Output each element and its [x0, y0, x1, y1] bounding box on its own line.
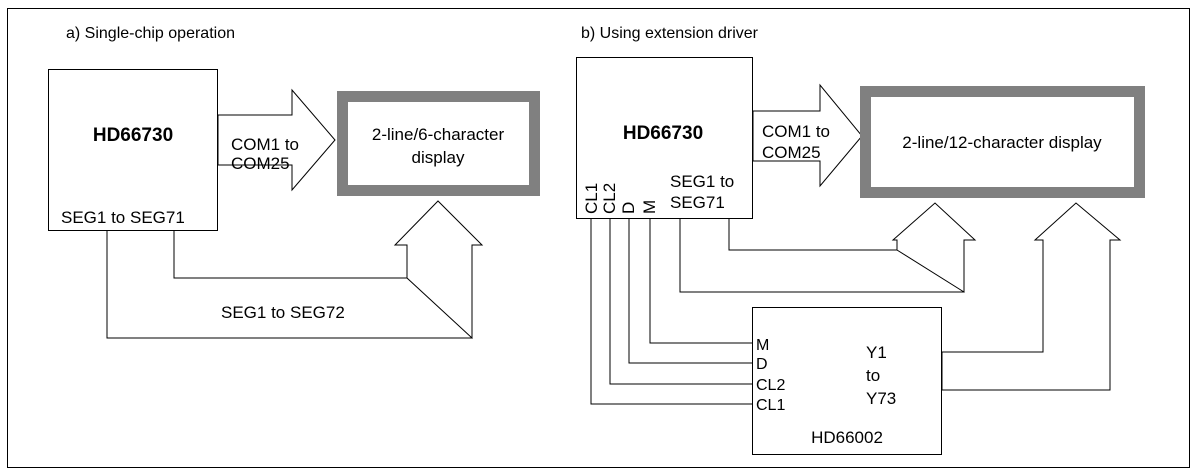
- display-label-b: 2-line/12-character display: [902, 133, 1102, 152]
- seg-out-label-a: SEG1 to SEG71: [61, 208, 185, 227]
- seg71-wire-b: [728, 219, 897, 251]
- hd66730-chip-a: [48, 69, 218, 231]
- wire-d: [628, 219, 752, 364]
- y-bus-arrow-b: [941, 202, 1122, 391]
- diagram-a-title: a) Single-chip operation: [66, 25, 235, 42]
- com-label-b-line1: COM1 to: [762, 122, 830, 141]
- display-label-a-line2: display: [412, 148, 465, 167]
- seg71-wire-a: [173, 231, 407, 279]
- display-a: [348, 102, 529, 185]
- com-bus-arrow-a: [217, 88, 336, 192]
- hd66002-driver: [752, 307, 942, 455]
- wire-m: [649, 219, 752, 344]
- diagram-a: a) Single-chip operation HD66730 SEG1 to…: [48, 25, 540, 340]
- driver-input-cl2: CL2: [756, 377, 785, 394]
- diagram-b: b) Using extension driver HD66730 CL1 CL…: [576, 25, 1145, 455]
- display-label-a-line1: 2-line/6-character: [372, 125, 505, 144]
- pin-label-cl1: CL1: [582, 183, 601, 214]
- seg71-return-wire-b: [679, 219, 964, 293]
- seg-total-label-a: SEG1 to SEG72: [221, 303, 345, 322]
- seg-label-b-line1: SEG1 to: [670, 172, 734, 191]
- com-label-b-line2: COM25: [762, 143, 821, 162]
- driver-label: HD66002: [811, 428, 883, 447]
- wire-cl2: [609, 219, 752, 385]
- pin-label-m: M: [640, 200, 659, 214]
- figure-frame: [7, 8, 1190, 468]
- pin-label-d: D: [619, 202, 638, 214]
- com-label-a-line2: COM25: [231, 154, 290, 173]
- seg-bus-arrow-b: [891, 202, 977, 293]
- pin-label-cl2: CL2: [600, 183, 619, 214]
- driver-input-m: M: [756, 337, 769, 354]
- display-b: [871, 97, 1134, 187]
- chip-label-a: HD66730: [93, 125, 173, 146]
- diagram-b-title: b) Using extension driver: [581, 25, 759, 42]
- driver-output-line1: Y1: [866, 343, 887, 362]
- chip-label-b: HD66730: [623, 123, 703, 144]
- driver-input-cl1: CL1: [756, 397, 785, 414]
- driver-input-d: D: [756, 356, 768, 373]
- com-label-a-line1: COM1 to: [231, 135, 299, 154]
- seg72-wire-a: [106, 231, 472, 339]
- seg-bus-arrow-a: [393, 200, 484, 340]
- com-bus-arrow-b: [752, 83, 863, 188]
- driver-output-line3: Y73: [866, 389, 896, 408]
- wire-cl1: [590, 219, 752, 405]
- seg-label-b-line2: SEG71: [670, 193, 725, 212]
- driver-output-line2: to: [866, 366, 880, 385]
